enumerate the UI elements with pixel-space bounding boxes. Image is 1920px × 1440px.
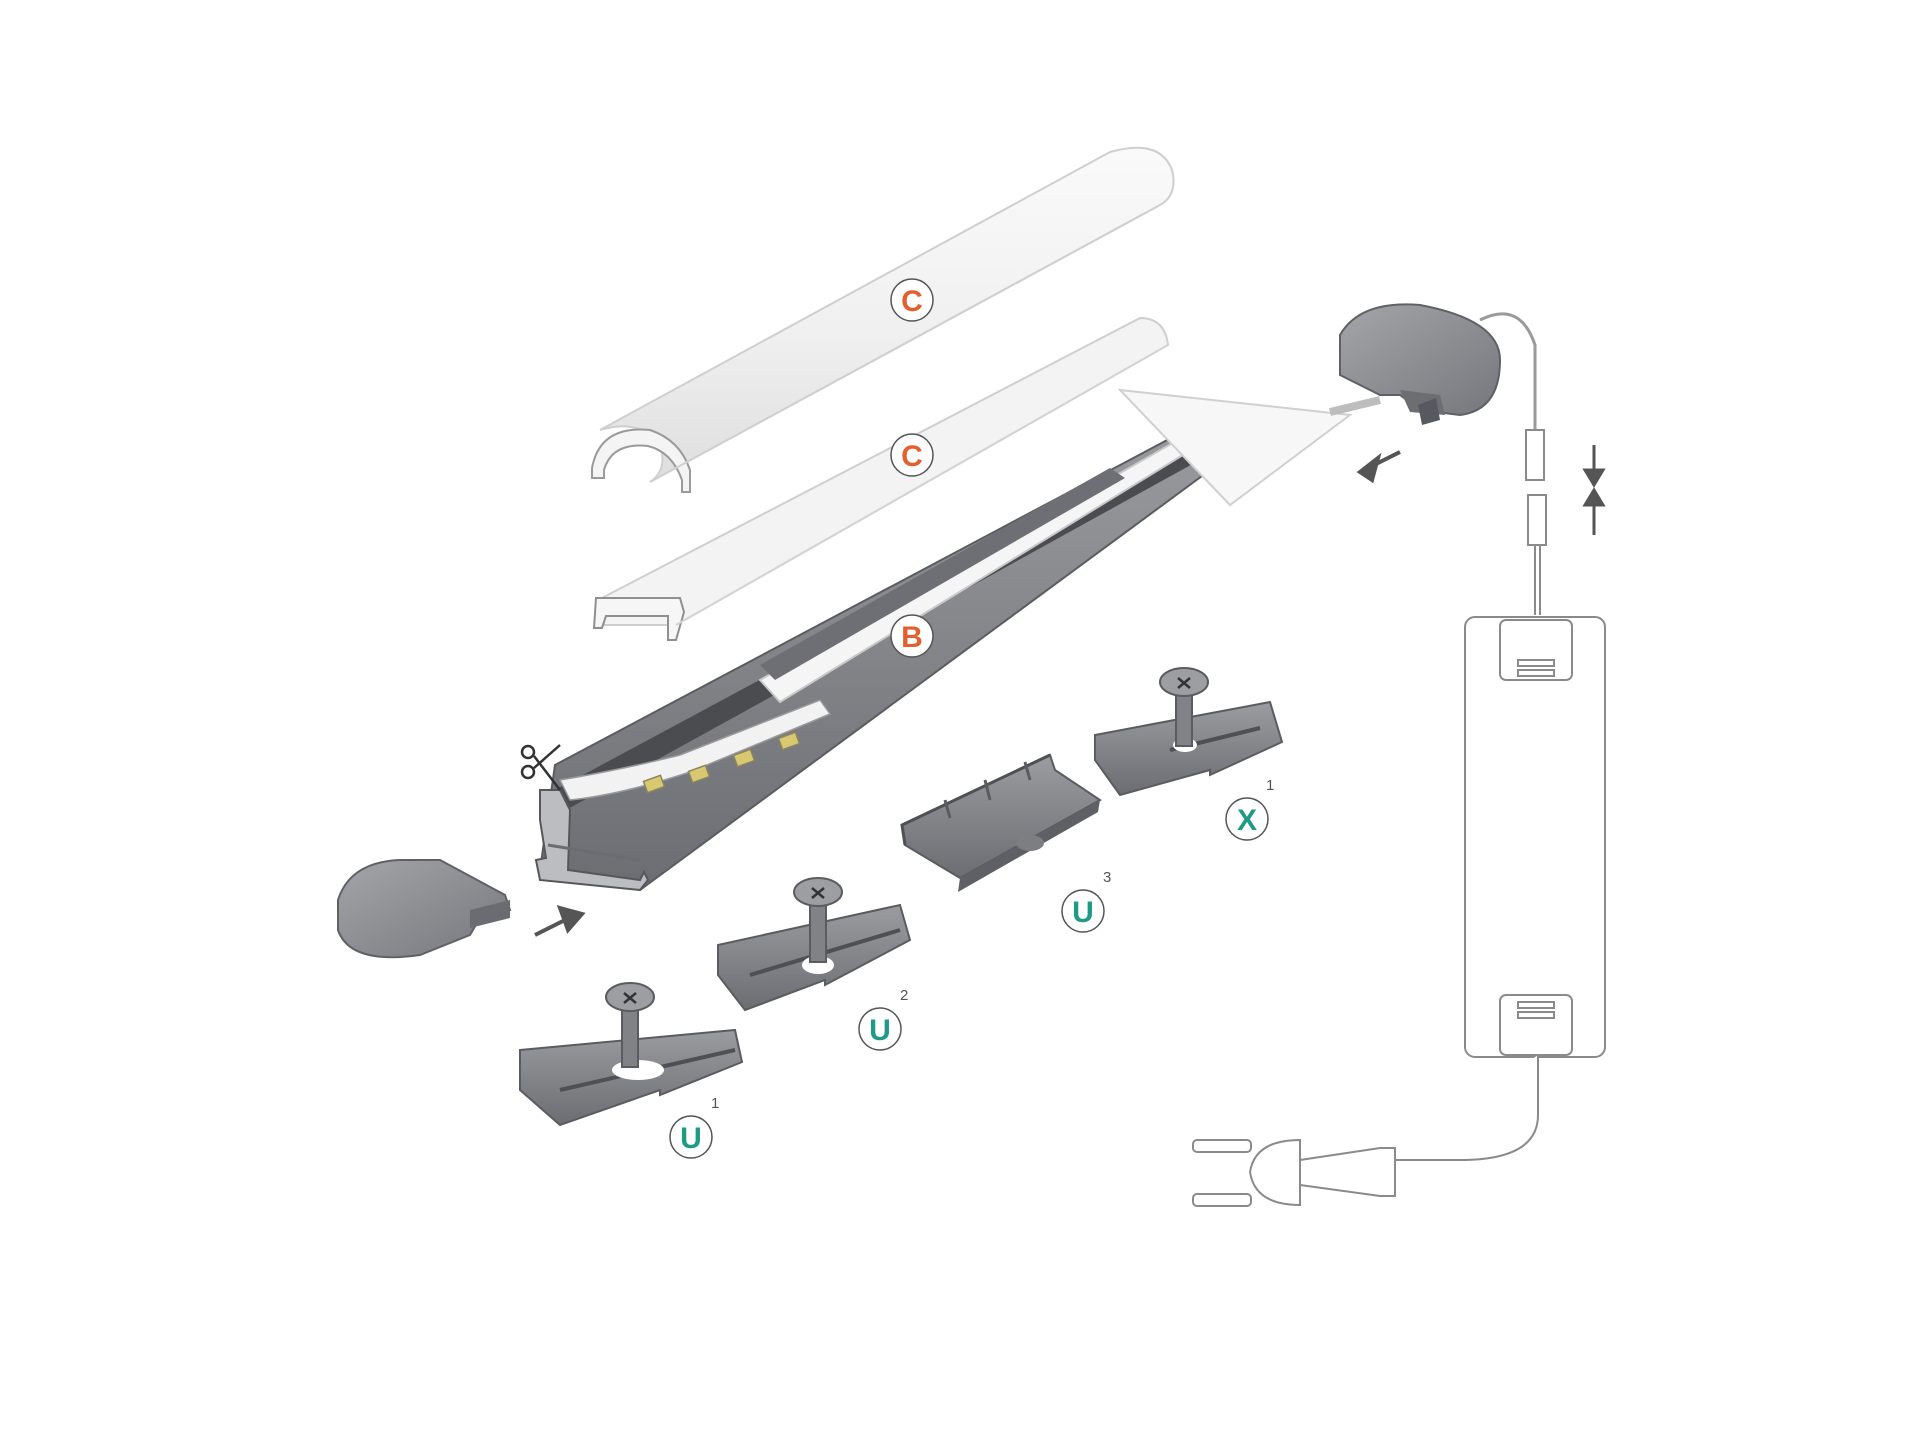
label-clip-u2: U 2: [858, 987, 908, 1051]
scissors-icon: [520, 744, 561, 791]
svg-text:C: C: [901, 285, 923, 318]
svg-text:3: 3: [1103, 869, 1111, 886]
round-diffuser-cover: [591, 146, 1175, 493]
svg-text:U: U: [680, 1122, 702, 1155]
mounting-clip-u3: [900, 753, 1102, 892]
label-clip-u3: U 3: [1061, 869, 1111, 933]
screw-icon: [1177, 677, 1191, 689]
label-base-insert: B: [890, 614, 934, 658]
svg-text:U: U: [869, 1014, 891, 1047]
cable-connectors: [1525, 429, 1547, 615]
label-clip-u1: U 1: [669, 1095, 719, 1159]
led-chips: [642, 731, 801, 794]
arrow-icon: [534, 450, 1401, 937]
mounting-clip-u2: [717, 877, 912, 1012]
svg-text:U: U: [1072, 896, 1094, 929]
screw-icon: [623, 992, 637, 1004]
svg-text:X: X: [1237, 804, 1257, 837]
end-cap-with-cable: [1329, 303, 1537, 430]
end-cap-left: [337, 859, 512, 959]
aluminium-profile: [534, 388, 1353, 892]
plug-icon: [1192, 1138, 1396, 1207]
svg-text:2: 2: [900, 987, 908, 1004]
mounting-clip-u1: [519, 982, 744, 1127]
power-supply: [1395, 616, 1606, 1161]
compress-arrows-icon: [1582, 445, 1606, 535]
label-cover-flat: C: [890, 433, 934, 477]
label-cover-round: C: [890, 278, 934, 322]
svg-text:B: B: [901, 621, 923, 654]
svg-text:C: C: [901, 440, 923, 473]
svg-text:1: 1: [711, 1095, 719, 1112]
flat-diffuser-cover: [592, 316, 1170, 641]
mounting-clip-x1: [1094, 667, 1284, 797]
label-clip-x1: X 1: [1225, 777, 1274, 841]
screw-icon: [811, 887, 825, 899]
svg-text:1: 1: [1266, 777, 1274, 794]
